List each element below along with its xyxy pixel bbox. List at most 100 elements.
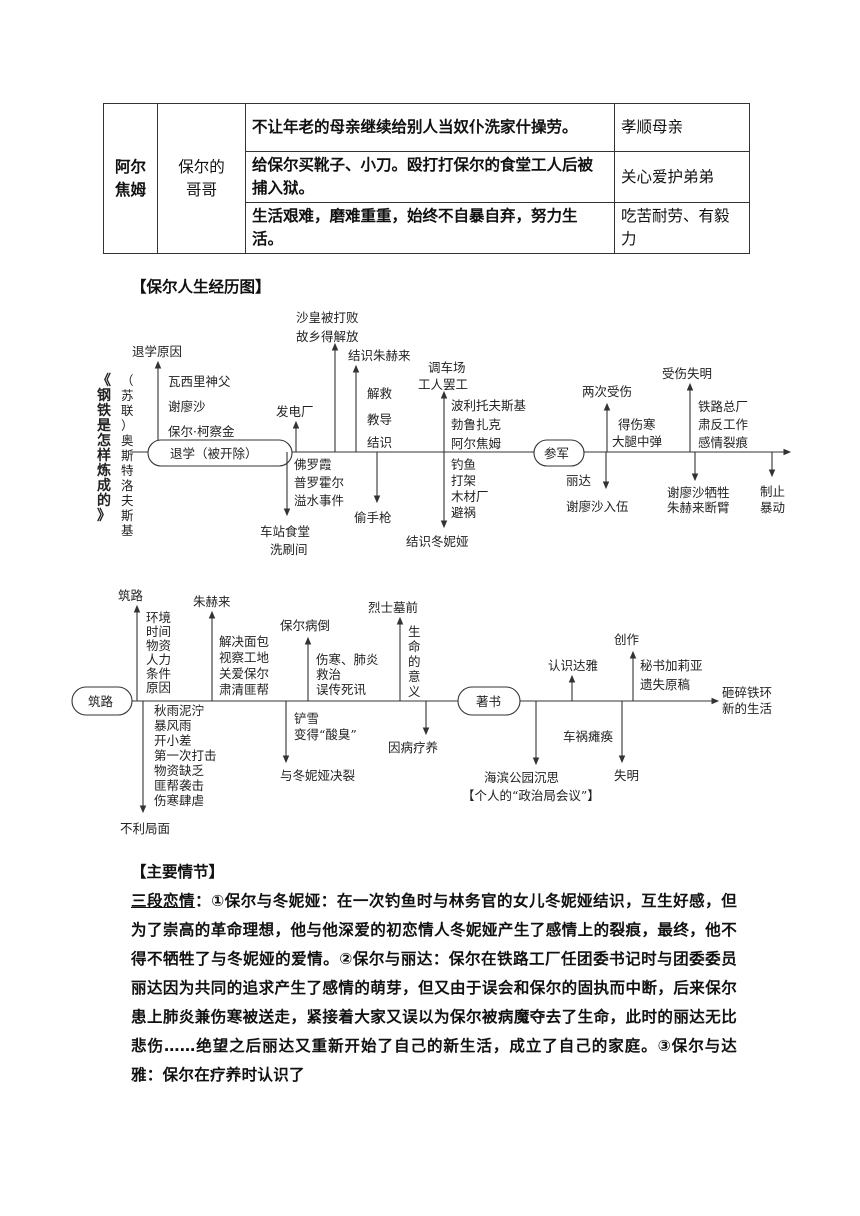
setback: 物资缺乏: [154, 763, 205, 778]
setback: 暴风雨: [154, 718, 192, 733]
politburo-meeting: 【个人的“政治局会议”】: [462, 788, 600, 803]
character-table: 阿尔 焦姆 保尔的 哥哥 不让年老的母亲继续给别人当奴仆洗家什操劳。 孝顺母亲 …: [103, 103, 750, 254]
serezha-sacrifice: 谢廖沙牺牲: [667, 485, 730, 500]
quit-reason: 退学原因: [132, 344, 182, 359]
steal-gun: 偷手枪: [354, 510, 392, 525]
road-factor: 环境: [146, 610, 171, 625]
zhu-act: 结识: [367, 435, 392, 450]
lost-manuscript: 遗失原稿: [640, 677, 690, 692]
hometown-liberated: 故乡得解放: [296, 329, 359, 344]
zhuhelai-2: 朱赫来: [193, 594, 231, 609]
zhu-deed: 关爱保尔: [219, 666, 269, 681]
workers-strike: 工人罢工: [418, 377, 468, 392]
book-title-vertical: 《钢铁是怎样炼成的》: [97, 373, 112, 524]
road-factor: 原因: [146, 680, 171, 695]
shovel-snow: 铲雪: [294, 711, 319, 726]
road-factor: 人力: [146, 652, 171, 667]
thigh-shot: 大腿中弹: [612, 434, 662, 449]
road-factor: 条件: [146, 666, 171, 681]
wounded-twice: 两次受伤: [582, 384, 632, 399]
strike-person: 波利托夫斯基: [451, 398, 527, 413]
serezha-enlists: 谢廖沙入伍: [566, 499, 629, 514]
box-army: [533, 439, 585, 467]
suppress: 制止: [760, 484, 785, 499]
fishing-event: 打架: [451, 473, 476, 488]
plot-paragraph: 三段恋情：①保尔与冬妮娅：在一次钓鱼时与林务官的女儿冬妮娅结识，互生好感，但为了…: [131, 887, 737, 1090]
road-factor: 物资: [146, 638, 171, 653]
rail-work: 感情裂痕: [698, 435, 749, 450]
setback: 秋雨泥泞: [154, 703, 204, 718]
trait-cell: 吃苦耐劳、有毅力: [614, 202, 750, 254]
martyr-grave: 烈士墓前: [368, 600, 418, 615]
blinded: 受伤失明: [662, 366, 712, 381]
blind-2: 失明: [614, 768, 639, 783]
zhu-deed: 视察工地: [219, 650, 270, 665]
ill-item: 伤寒、肺炎: [316, 652, 379, 667]
froya-event: 溢水事件: [294, 493, 344, 508]
life-timeline-diagram-2: 筑路 著书 筑路 环境 时间 物资 人力 条件 原因 朱赫来 解决面包 视察工地…: [71, 588, 772, 836]
zhu-act: 教导: [367, 412, 392, 427]
character-name: 阿尔 焦姆: [103, 103, 158, 254]
meet-daya: 认识达雅: [548, 658, 598, 673]
typhus: 得伤寒: [618, 417, 656, 432]
strike-person: 勃鲁扎克: [451, 417, 501, 432]
box-road-label: 筑路: [88, 694, 114, 709]
paul-ill: 保尔病倒: [280, 618, 330, 633]
wash-room: 洗刷间: [270, 542, 308, 557]
fishing-event: 避祸: [451, 505, 476, 520]
ill-item: 救治: [316, 667, 341, 682]
box-expelled-label: 退学（被开除）: [170, 446, 258, 461]
rail-work: 肃反工作: [698, 417, 749, 432]
meaning-of-life: 生命的意义: [408, 624, 421, 699]
froya-event: 普罗霍尔: [294, 475, 344, 490]
unfavorable: 不利局面: [120, 821, 170, 836]
quit-person: 谢廖沙: [168, 399, 206, 414]
froya-event: 佛罗霞: [294, 457, 332, 472]
event-cell: 不让年老的母亲继续给别人当奴仆洗家什操劳。: [245, 103, 615, 152]
zhu-act: 解救: [367, 386, 393, 401]
rail-yard: 调车场: [428, 360, 466, 375]
seaside-park: 海滨公园沉思: [484, 770, 559, 785]
zhu-deed: 肃清匪帮: [219, 682, 269, 697]
setback: 开小差: [154, 733, 192, 748]
power-plant: 发电厂: [276, 404, 314, 419]
sick-rest: 因病疗养: [388, 740, 438, 755]
box-road: [71, 686, 133, 716]
section-title-plot: 【主要情节】: [131, 863, 225, 881]
fishing-event: 木材厂: [451, 489, 489, 504]
box-expelled: [147, 439, 293, 467]
character-relation: 保尔的 哥哥: [157, 103, 246, 254]
book-title: 《钢铁是怎样炼成的》: [97, 373, 112, 524]
event-cell: 生活艰难，磨难重重，始终不自暴自弃，努力生活。: [245, 202, 615, 254]
riot: 暴动: [760, 500, 785, 515]
life-timeline-diagram-1: 《钢铁是怎样炼成的》 （苏联）奥斯特洛夫斯基 退学（被开除） 参军 退学原因 瓦…: [97, 310, 792, 557]
strike-person: 阿尔焦姆: [451, 436, 502, 451]
trait-cell: 孝顺母亲: [614, 103, 750, 152]
zhu-deed: 解决面包: [219, 634, 269, 649]
car-accident: 车祸瘫痪: [563, 729, 614, 744]
road-top: 筑路: [118, 588, 144, 603]
section-title-life-chart: 【保尔人生经历图】: [131, 278, 271, 296]
zhuhelai-arm: 朱赫来断臂: [667, 500, 730, 515]
quit-person: 瓦西里神父: [168, 374, 231, 389]
rita: 丽达: [566, 473, 592, 488]
tsar-defeated: 沙皇被打败: [296, 310, 359, 325]
meet-tonya: 结识冬妮娅: [406, 534, 469, 549]
author-vertical: （苏联）奥斯特洛夫斯基: [121, 373, 134, 538]
secretary: 秘书加莉亚: [640, 658, 703, 673]
fishing-event: 钓鱼: [451, 457, 476, 472]
create: 创作: [614, 632, 640, 647]
plot-text: ：①保尔与冬妮娅：在一次钓鱼时与林务官的女儿冬妮娅结识，互生好感，但为了崇高的革…: [131, 892, 737, 1084]
meet-zhuhelai: 结识朱赫来: [348, 348, 411, 363]
setback: 匪帮袭击: [154, 778, 204, 793]
trait-cell: 关心爱护弟弟: [614, 151, 750, 203]
road-factor: 时间: [146, 624, 171, 639]
became-sour: 变得“酸臭”: [294, 727, 357, 742]
setback: 伤寒肆虐: [154, 793, 204, 808]
ill-item: 误传死讯: [316, 682, 367, 697]
setback: 第一次打击: [154, 748, 217, 763]
smash-chains: 砸碎铁环: [722, 685, 772, 700]
station-canteen: 车站食堂: [260, 524, 310, 539]
quit-person: 保尔·柯察金: [168, 424, 235, 439]
box-write: [457, 686, 521, 716]
